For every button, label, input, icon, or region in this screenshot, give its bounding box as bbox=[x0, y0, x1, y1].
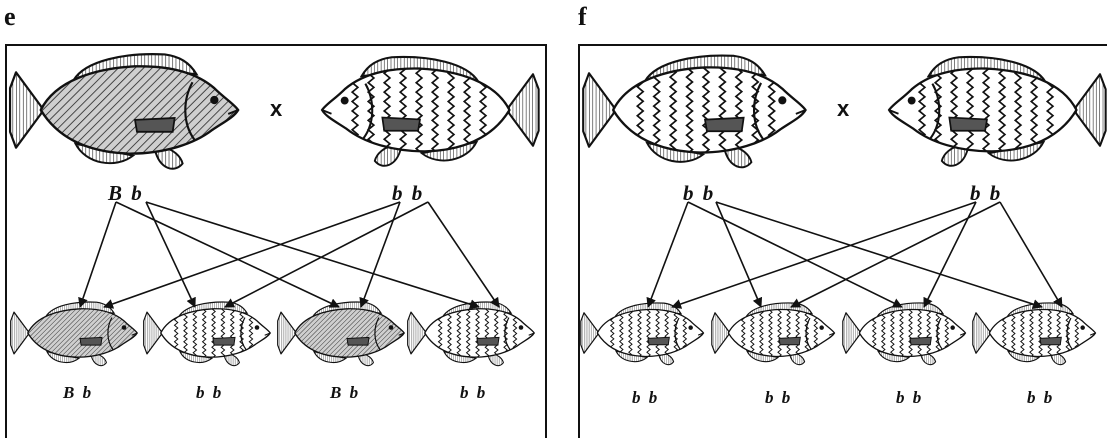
panel-e-offspring4-fish bbox=[407, 301, 535, 367]
panel-e-cross-symbol: x bbox=[270, 96, 283, 121]
panel-e-offspring1-fish bbox=[10, 301, 138, 367]
panel-e-arrow-8 bbox=[427, 201, 500, 308]
panel-e-offspring2-fish bbox=[143, 301, 271, 367]
panel-e-arrow-1 bbox=[78, 201, 117, 308]
panel-f-parent1-genotype: b b bbox=[683, 181, 716, 205]
panel-f-frame bbox=[578, 44, 1107, 438]
panel-f-offspring1-genotype: b b bbox=[632, 388, 660, 407]
panel-f-cross-symbol: x bbox=[837, 96, 850, 121]
panel-e-arrow-3 bbox=[145, 201, 196, 308]
panel-e-arrow-5 bbox=[103, 201, 401, 309]
panel-f-arrow-5 bbox=[671, 201, 977, 309]
panel-f-parent2-fish bbox=[887, 55, 1107, 167]
panel-e-offspring3-genotype: B b bbox=[330, 383, 361, 402]
panel-e-arrow-7 bbox=[224, 201, 429, 308]
panel-e-frame bbox=[5, 44, 547, 438]
panel-e-offspring2-genotype: b b bbox=[196, 383, 224, 402]
panel-f-offspring1-fish bbox=[580, 302, 705, 366]
panel-e-arrow-4 bbox=[145, 201, 480, 310]
panel-e-arrow-6 bbox=[359, 201, 401, 308]
panel-e-offspring4-genotype: b b bbox=[460, 383, 488, 402]
panel-f-arrow-7 bbox=[790, 201, 1001, 308]
panel-f-arrow-2 bbox=[687, 201, 903, 308]
panel-f-offspring3-genotype: b b bbox=[896, 388, 924, 407]
panel-e-parent2-fish bbox=[320, 55, 540, 167]
panel-e-offspring1-genotype: B b bbox=[63, 383, 94, 402]
panel-e-parent1-genotype: B b bbox=[108, 181, 144, 205]
panel-f-offspring4-genotype: b b bbox=[1027, 388, 1055, 407]
panel-e-offspring3-fish bbox=[277, 301, 405, 367]
panel-e-parent2-genotype: b b bbox=[392, 181, 425, 205]
panel-e-letter: e bbox=[4, 2, 16, 31]
panel-f-arrow-3 bbox=[715, 201, 763, 308]
panel-f-offspring2-genotype: b b bbox=[765, 388, 793, 407]
panel-f-arrow-6 bbox=[923, 201, 977, 308]
panel-f-arrow-4 bbox=[715, 201, 1043, 310]
panel-f-parent1-fish bbox=[582, 54, 807, 169]
panel-f-arrow-8 bbox=[999, 201, 1063, 308]
panel-f-offspring2-fish bbox=[711, 302, 836, 366]
panel-f-parent2-genotype: b b bbox=[970, 181, 1003, 205]
panel-f-offspring4-fish bbox=[972, 302, 1097, 366]
panel-e-arrow-2 bbox=[115, 201, 340, 308]
panel-e-parent1-fish bbox=[8, 53, 240, 170]
panel-f-offspring3-fish bbox=[842, 302, 967, 366]
panel-f-arrow-1 bbox=[646, 201, 689, 308]
panel-f-letter: f bbox=[578, 2, 587, 31]
